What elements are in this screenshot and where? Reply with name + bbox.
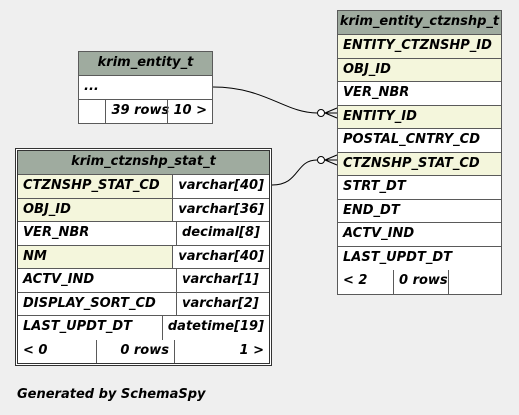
column-type: decimal[8]	[176, 222, 269, 245]
table-row: LAST_UPDT_DT datetime[19]	[18, 316, 269, 340]
entity-table-title[interactable]: krim_entity_t	[79, 52, 212, 76]
stat-next-link[interactable]: 1 >	[174, 339, 269, 363]
column-type: varchar[36]	[172, 198, 269, 221]
entity-next-link[interactable]: 10 >	[167, 99, 212, 123]
entity-ctznshp-table-footer: < 2 0 rows	[338, 270, 501, 294]
column-type: datetime[19]	[161, 316, 269, 340]
table-row: ACTV_IND	[338, 223, 501, 247]
column-name[interactable]: ENTITY_ID	[338, 105, 501, 128]
column-name[interactable]: OBJ_ID	[18, 198, 173, 221]
column-type: varchar[2]	[176, 292, 269, 315]
table-row: VER_NBR	[338, 82, 501, 106]
table-row: END_DT	[338, 200, 501, 223]
ctznshp-stat-relationship-line	[271, 159, 318, 186]
ctznshp-stat-crowsfoot-icon	[317, 156, 325, 164]
column-name[interactable]: ACTV_IND	[343, 226, 415, 241]
table-row: ACTV_IND varchar[1]	[18, 269, 269, 293]
stat-prev-link[interactable]: < 0	[23, 342, 48, 358]
column-name[interactable]: NM	[18, 245, 173, 268]
ctznshp-stat-table-footer: < 0 0 rows 1 >	[18, 339, 269, 363]
entity-ellipsis: ...	[84, 79, 99, 94]
table-row: ENTITY_ID	[338, 105, 501, 129]
column-name[interactable]: VER_NBR	[343, 85, 410, 100]
column-name[interactable]: CTZNSHP_STAT_CD	[18, 175, 173, 198]
table-row: LAST_UPDT_DT	[338, 247, 501, 271]
table-row: STRT_DT	[338, 176, 501, 200]
column-name[interactable]: POSTAL_CNTRY_CD	[343, 132, 480, 147]
column-name[interactable]: ENTITY_CTZNSHP_ID	[338, 35, 501, 58]
column-name[interactable]: LAST_UPDT_DT	[23, 319, 132, 334]
column-name[interactable]: ACTV_IND	[23, 272, 95, 287]
entity-table-row: ...	[79, 76, 212, 100]
column-name[interactable]: OBJ_ID	[338, 58, 501, 81]
entity-ctznshp-table-title[interactable]: krim_entity_ctznshp_t	[338, 11, 501, 35]
ctznshp-prev-link[interactable]: < 2	[343, 273, 368, 288]
entity-id-crowsfoot-icon	[317, 109, 325, 117]
column-name[interactable]: LAST_UPDT_DT	[343, 249, 452, 265]
table-row: CTZNSHP_STAT_CD	[338, 152, 501, 176]
column-type: varchar[40]	[172, 245, 269, 268]
column-type: varchar[40]	[172, 175, 269, 198]
column-type: varchar[1]	[176, 269, 269, 292]
generated-by-label: Generated by SchemaSpy	[17, 387, 206, 402]
entity-row-count: 39 rows	[105, 99, 169, 123]
column-name[interactable]: CTZNSHP_STAT_CD	[338, 152, 501, 175]
table-row: DISPLAY_SORT_CD varchar[2]	[18, 292, 269, 316]
table-row: VER_NBR decimal[8]	[18, 222, 269, 246]
column-name[interactable]: STRT_DT	[343, 179, 406, 194]
column-name[interactable]: END_DT	[343, 202, 400, 218]
column-name[interactable]: DISPLAY_SORT_CD	[23, 295, 156, 311]
entity-id-relationship-line	[212, 86, 318, 114]
table-row: ENTITY_CTZNSHP_ID	[338, 35, 501, 59]
stat-row-count: 0 rows	[96, 339, 174, 363]
ctznshp-row-count: 0 rows	[393, 270, 448, 294]
table-row: OBJ_ID	[338, 58, 501, 82]
ctznshp-stat-table-title[interactable]: krim_ctznshp_stat_t	[18, 151, 269, 175]
table-row: POSTAL_CNTRY_CD	[338, 129, 501, 153]
entity-table-footer: 39 rows 10 >	[79, 99, 212, 123]
entity-table[interactable]: krim_entity_t ... 39 rows 10 >	[78, 51, 213, 124]
column-name[interactable]: VER_NBR	[23, 225, 90, 240]
